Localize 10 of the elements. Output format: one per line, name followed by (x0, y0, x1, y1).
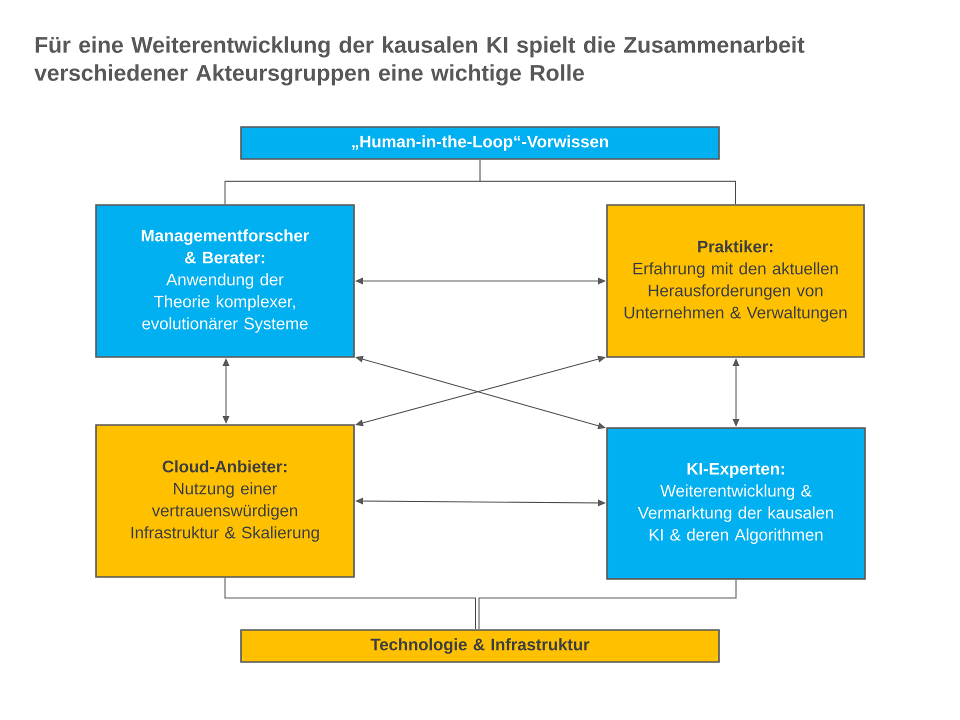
process-box: „Human-in-the-Loop“-Vorwissen (240, 126, 720, 160)
process-box: KI-Experten: Weiterentwicklung & Vermarktung der kausalen KI & deren Algorithmen (606, 427, 866, 580)
process-box: Praktiker: Erfahrung mit den aktuellen Herausforderungen von Unternehmen & Verwaltungen (606, 204, 865, 358)
process-box: Technologie & Infrastruktur (240, 629, 720, 663)
process-box: Managementforscher & Berater: Anwendung der Theorie komplexer, evolutionärer Systeme (95, 204, 355, 358)
connector-line (224, 578, 476, 629)
title: Für eine Weiterentwicklung der kausalen KI spielt die Zusammenarbeit verschiedener Akteursgruppen eine wichtige Rolle (34, 36, 804, 86)
process-box: Cloud-Anbieter: Nutzung einer vertrauenswürdigen Infrastruktur & Skalierung (95, 424, 355, 578)
connector-line (479, 160, 736, 204)
connector-line (478, 580, 737, 629)
